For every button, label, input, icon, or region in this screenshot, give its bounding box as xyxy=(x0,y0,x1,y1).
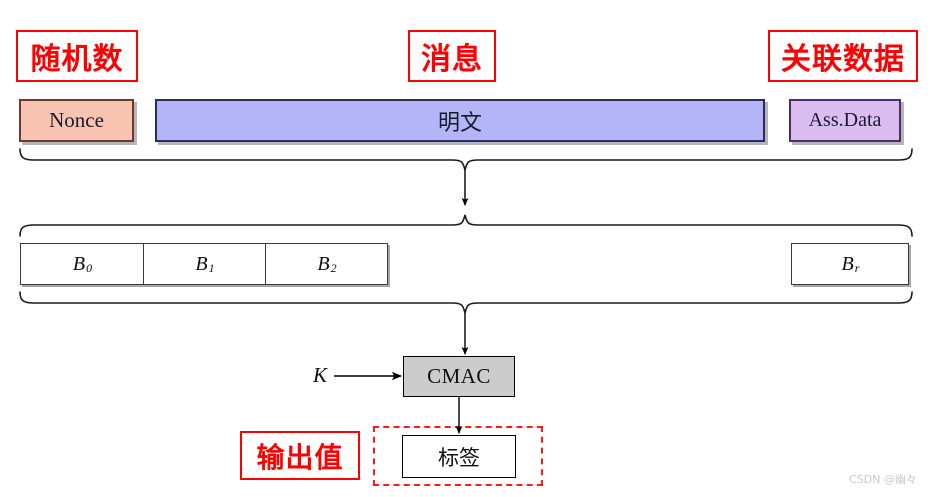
annotation-assoc-text: 关联数据 xyxy=(781,42,905,77)
assoc-data-box: Ass.Data xyxy=(789,99,901,142)
annotation-nonce-text: 随机数 xyxy=(30,42,124,77)
block-cell-br-base: B xyxy=(841,252,854,275)
annotation-assoc-label: 关联数据 xyxy=(768,30,918,82)
assoc-data-box-label: Ass.Data xyxy=(808,109,882,131)
csdn-watermark-text: CSDN @幽々 xyxy=(849,473,917,486)
annotation-output-text: 输出值 xyxy=(256,440,344,474)
tag-box: 标签 xyxy=(402,435,516,478)
block-cell-b0-base: B xyxy=(72,252,86,275)
block-cell-b1-sub: 1 xyxy=(208,260,215,275)
plaintext-box: 明文 xyxy=(155,99,765,142)
cmac-box: CMAC xyxy=(403,356,515,397)
annotation-message-label: 消息 xyxy=(408,30,496,82)
brace-blocks-bottom xyxy=(19,291,913,314)
tag-box-label: 标签 xyxy=(438,445,480,470)
annotation-nonce-label: 随机数 xyxy=(16,30,138,82)
csdn-watermark: CSDN @幽々 xyxy=(849,471,917,487)
block-cell-b2-sub: 2 xyxy=(330,260,337,275)
key-label: K xyxy=(313,363,327,388)
annotation-message-text: 消息 xyxy=(421,42,483,77)
key-label-text: K xyxy=(313,363,328,387)
plaintext-box-label: 明文 xyxy=(437,110,482,136)
brace-blocks-top xyxy=(19,214,913,237)
block-cell-b0-sub: 0 xyxy=(86,260,93,275)
nonce-box: Nonce xyxy=(19,99,134,142)
nonce-box-label: Nonce xyxy=(49,108,104,132)
brace-inputs xyxy=(19,148,913,171)
block-cell-br-sub: r xyxy=(854,260,860,275)
cmac-box-label: CMAC xyxy=(427,364,491,388)
annotation-output-label: 输出值 xyxy=(240,431,360,480)
block-cell-b1-base: B xyxy=(195,252,208,275)
block-cell-b2-base: B xyxy=(317,252,330,275)
